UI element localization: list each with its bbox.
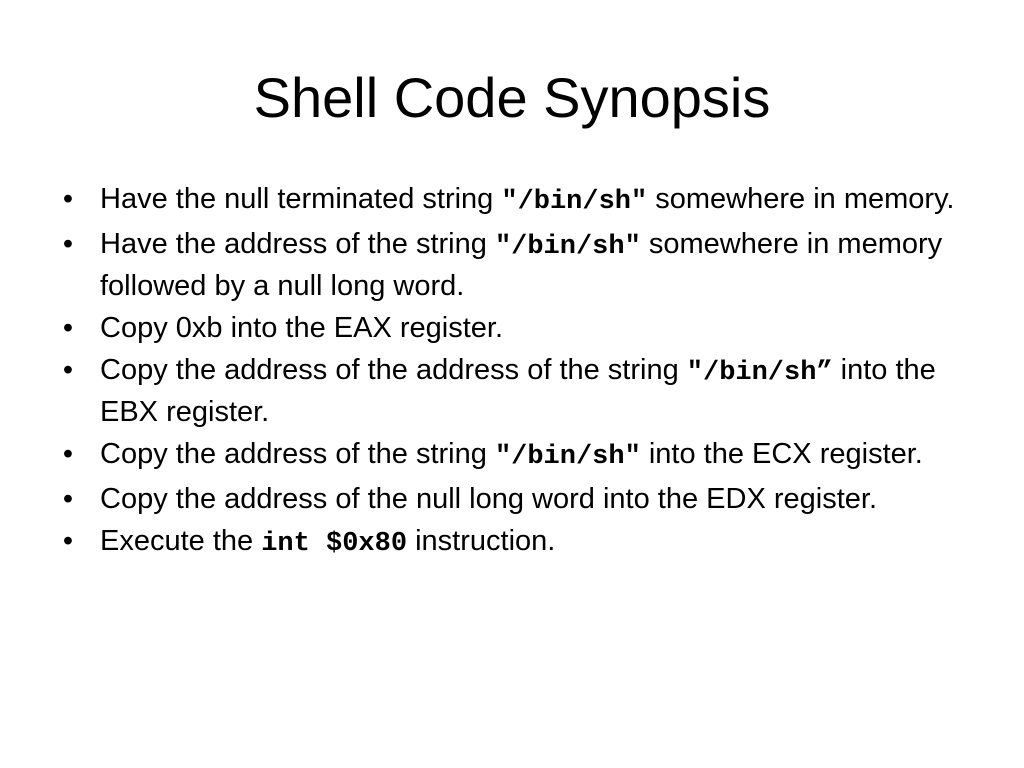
- bullet-text: Copy the address of the null long word i…: [100, 483, 877, 515]
- bullet-icon: •: [62, 525, 74, 557]
- bullet-item-edx: • Copy the address of the null long word…: [58, 480, 958, 519]
- bullet-icon: •: [62, 228, 74, 260]
- bullet-icon: •: [62, 354, 74, 386]
- bullet-item-ebx: • Copy the address of the address of the…: [58, 351, 958, 432]
- bullet-text: somewhere in memory.: [647, 183, 955, 215]
- bullet-text: into the EBX register.: [100, 354, 936, 428]
- bullet-text: Have the address of the string: [100, 228, 495, 260]
- code-snippet: "/bin/sh": [494, 232, 641, 262]
- bullet-icon: •: [62, 312, 74, 344]
- bullet-item-int-instruction: • Execute the int $0x80 instruction.: [58, 522, 958, 564]
- code-snippet: "/bin/sh": [494, 442, 641, 472]
- code-snippet: "/bin/sh”: [686, 358, 833, 388]
- bullet-item-ecx: • Copy the address of the string "/bin/s…: [58, 435, 958, 477]
- bullet-text: instruction.: [407, 525, 556, 557]
- bullet-text: Copy 0xb into the EAX register.: [100, 312, 503, 344]
- bullet-text: Execute the: [100, 525, 262, 557]
- bullet-text: Have the null terminated string: [100, 183, 502, 215]
- bullet-icon: •: [62, 483, 74, 515]
- slide-title: Shell Code Synopsis: [253, 66, 771, 129]
- bullet-text: Copy the address of the string: [100, 438, 495, 470]
- bullet-icon: •: [62, 183, 74, 215]
- bullet-item-null-string: • Have the null terminated string "/bin/…: [58, 180, 958, 222]
- code-snippet: "/bin/sh": [501, 187, 648, 217]
- code-snippet: int $0x80: [261, 529, 408, 559]
- bullet-text: Copy the address of the address of the s…: [100, 354, 687, 386]
- bullet-item-string-address: • Have the address of the string "/bin/s…: [58, 225, 958, 306]
- bullet-list: • Have the null terminated string "/bin/…: [58, 180, 958, 567]
- bullet-icon: •: [62, 438, 74, 470]
- bullet-text: into the ECX register.: [640, 438, 923, 470]
- bullet-text: somewhere in memory followed by a null l…: [100, 228, 943, 302]
- bullet-item-eax: • Copy 0xb into the EAX register.: [58, 309, 958, 348]
